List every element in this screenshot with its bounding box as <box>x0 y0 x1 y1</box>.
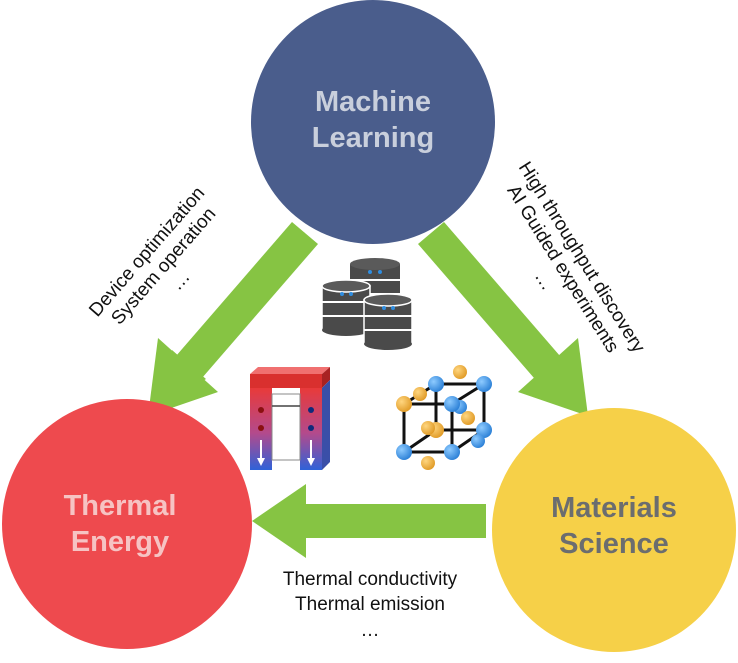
node-thermal-energy-line1: Thermal <box>64 490 177 522</box>
edge-label-materials-to-thermal: Thermal conductivity Thermal emission … <box>283 569 458 641</box>
node-thermal-energy-line2: Energy <box>71 526 169 558</box>
node-machine-learning-line1: Machine <box>315 86 431 118</box>
edge-materials-to-thermal-line2: Thermal emission <box>295 594 445 615</box>
node-materials-science-line2: Science <box>559 528 669 560</box>
arrow-materials-to-thermal-head <box>252 484 306 558</box>
edge-materials-to-thermal-line1: Thermal conductivity <box>283 569 458 590</box>
arrow-ml-to-materials-shaft <box>418 222 560 378</box>
node-materials-science-line1: Materials <box>551 492 677 524</box>
arrow-ml-to-materials-head <box>518 338 588 416</box>
crystal-lattice-icon <box>396 365 492 470</box>
arrow-ml-to-thermal-head <box>148 338 218 416</box>
database-cylinder-right <box>363 293 413 350</box>
node-materials-science-circle <box>492 408 736 652</box>
edge-label-ml-to-materials: High throughput discovery AI Guided expe… <box>503 158 649 357</box>
node-machine-learning-line2: Learning <box>312 122 434 154</box>
arrow-ml-to-thermal-shaft <box>176 222 318 378</box>
node-machine-learning-circle <box>251 0 495 244</box>
database-icon <box>321 258 413 350</box>
thermoelectric-device-icon <box>250 367 330 470</box>
node-thermal-energy-circle <box>2 399 252 649</box>
edge-materials-to-thermal-line3: … <box>361 620 380 641</box>
arrow-materials-to-thermal-shaft <box>302 504 486 538</box>
database-cylinder-left <box>321 279 371 336</box>
